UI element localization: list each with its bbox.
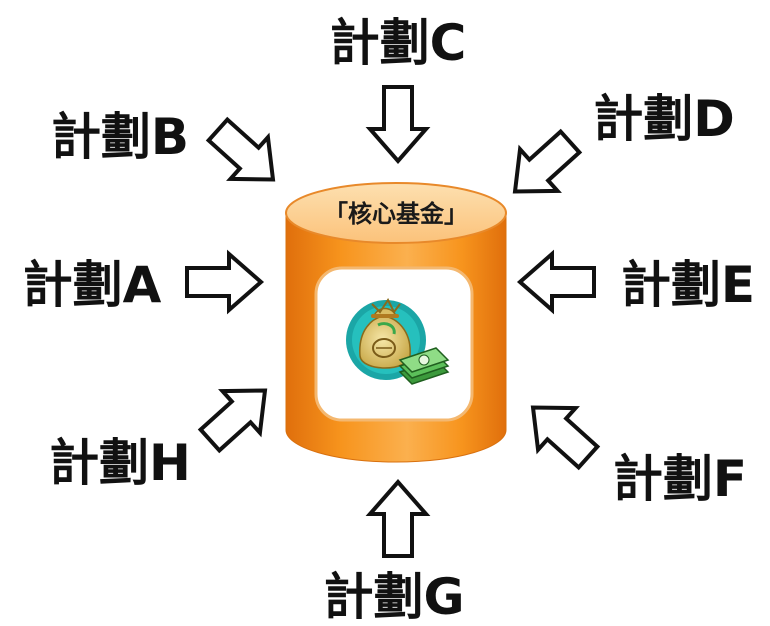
plan-g-label: 計劃G: [323, 568, 464, 626]
arrow-from-plan-d: [512, 128, 583, 194]
arrow-from-plan-b: [205, 116, 276, 182]
arrow-from-plan-c: [365, 85, 431, 165]
arrow-from-plan-a: [185, 249, 265, 315]
plan-d-label: 計劃D: [593, 90, 735, 148]
arrow-from-plan-g: [365, 478, 431, 558]
plan-e-label: 計劃E: [621, 256, 755, 314]
plan-a-label: 計劃A: [23, 256, 162, 314]
cash-stack-icon: [398, 347, 450, 385]
money-bag-icon: [346, 298, 450, 385]
plan-c-label: 計劃C: [330, 14, 467, 72]
plan-h-label: 計劃H: [49, 434, 191, 492]
arrow-from-plan-h: [197, 388, 268, 454]
arrow-from-plan-f: [530, 405, 601, 471]
core-fund-label: 「核心基金」: [324, 200, 468, 228]
core-fund-cylinder: 「核心基金」: [285, 182, 507, 463]
arrow-from-plan-e: [516, 249, 596, 315]
plan-b-label: 計劃B: [51, 108, 189, 166]
plan-f-label: 計劃F: [613, 450, 747, 508]
